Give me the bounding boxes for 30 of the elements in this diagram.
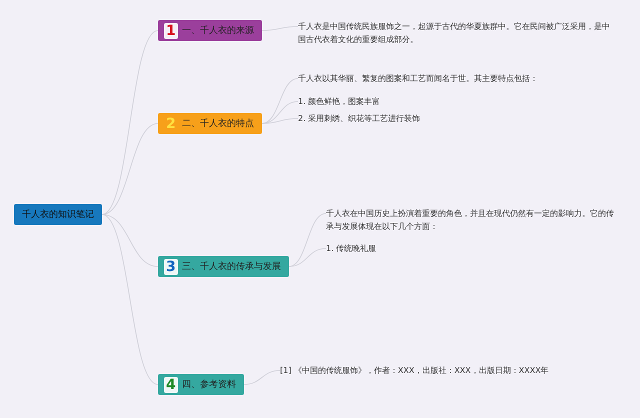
note-text: 千人衣以其华丽、繁复的图案和工艺而闻名于世。其主要特点包括： xyxy=(298,72,628,85)
branch-title: 三、千人衣的传承与发展 xyxy=(182,260,281,273)
connector-line xyxy=(102,214,158,385)
note-text: 1. 颜色鲜艳，图案丰富 xyxy=(298,95,628,108)
branch-title: 一、千人衣的来源 xyxy=(182,24,254,37)
branch-box xyxy=(158,374,244,395)
connector-line xyxy=(243,370,280,385)
note-text: [1] 《中国的传统服饰》，作者：XXX，出版社：XXX，出版日期：XXXX年 xyxy=(280,364,620,377)
branch-box xyxy=(158,256,289,277)
branch-number: 2 xyxy=(165,116,177,132)
branch-number: 3 xyxy=(164,258,178,274)
connector-line xyxy=(288,248,326,267)
note-text: 千人衣是中国传统民族服饰之一，起源于古代的华夏族群中。它在民间被广泛采用，是中国古代衣着文化的重要组成部分。 xyxy=(298,20,610,46)
connector-line xyxy=(261,26,298,31)
note-text: 千人衣在中国历史上扮演着重要的角色，并且在现代仍然有一定的影响力。它的传承与发展体现在以下几个方面： xyxy=(326,207,616,233)
branch-title: 二、千人衣的特点 xyxy=(182,118,254,130)
note-text: 1. 传统晚礼服 xyxy=(326,242,616,255)
branch-box xyxy=(158,20,262,41)
connector-line xyxy=(102,30,158,215)
connector-line xyxy=(261,118,298,124)
branch-number: 4 xyxy=(164,376,178,392)
branch-box xyxy=(158,113,262,134)
central-topic-box: 千人衣的知识笔记 xyxy=(14,204,102,225)
connector-line xyxy=(261,78,298,124)
connector-line xyxy=(288,213,326,267)
note-text: 2. 采用刺绣、织花等工艺进行装饰 xyxy=(298,112,628,125)
connector-line xyxy=(102,214,158,267)
branch-title: 四、参考资料 xyxy=(182,378,236,391)
connector-line xyxy=(102,123,158,215)
branch-number: 1 xyxy=(164,22,178,38)
